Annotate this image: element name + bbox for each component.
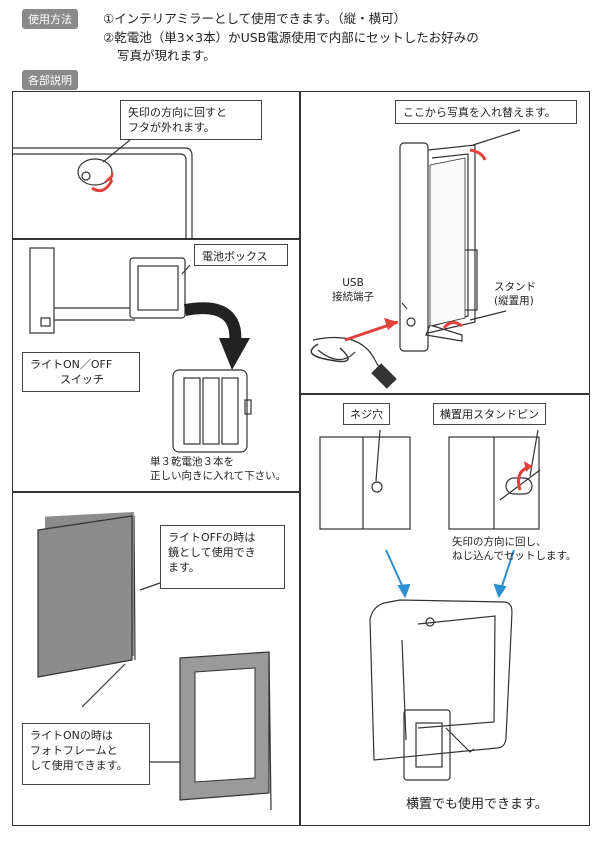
stand-label: スタンド (縦置用) <box>494 281 536 307</box>
frame-callout: ライトONの時は フォトフレームと して使用できます。 <box>22 723 150 785</box>
usage-label: 使用方法 <box>22 9 78 29</box>
stand-pin-label: 横置用スタンドピン <box>433 403 546 425</box>
horizontal-note: 横置でも使用できます。 <box>406 797 548 812</box>
usage-line-2: ②乾電池（単3×3本）かUSB電源使用で内部にセットしたお好みの <box>103 30 479 45</box>
usage-line-3: 写真が現れます。 <box>117 48 216 63</box>
panel-battery <box>12 239 300 492</box>
parts-label: 各部説明 <box>22 70 78 90</box>
stand-pin-note: 矢印の方向に回し、 ねじ込んでセットします。 <box>452 536 577 562</box>
panel-modes <box>12 492 300 826</box>
mirror-callout: ライトOFFの時は 鏡として使用でき ます。 <box>160 525 285 589</box>
battery-note: 単３乾電池３本を 正しい向きに入れて下さい。 <box>150 456 287 482</box>
photo-callout: ここから写真を入れ替えます。 <box>395 100 577 124</box>
panel-photo-slot <box>300 91 590 394</box>
screw-hole-label: ネジ穴 <box>343 403 390 425</box>
cover-callout: 矢印の方向に回すと フタが外れます。 <box>120 100 262 140</box>
battery-box-callout: 電池ボックス <box>194 244 288 266</box>
usage-line-1: ①インテリアミラーとして使用できます。（縦・横可） <box>103 11 407 26</box>
usb-label: USB 接続端子 <box>332 277 374 303</box>
panel-horizontal <box>300 394 590 826</box>
light-switch-callout: ライトON／OFF スイッチ <box>22 352 140 392</box>
panel-cover <box>12 91 300 239</box>
